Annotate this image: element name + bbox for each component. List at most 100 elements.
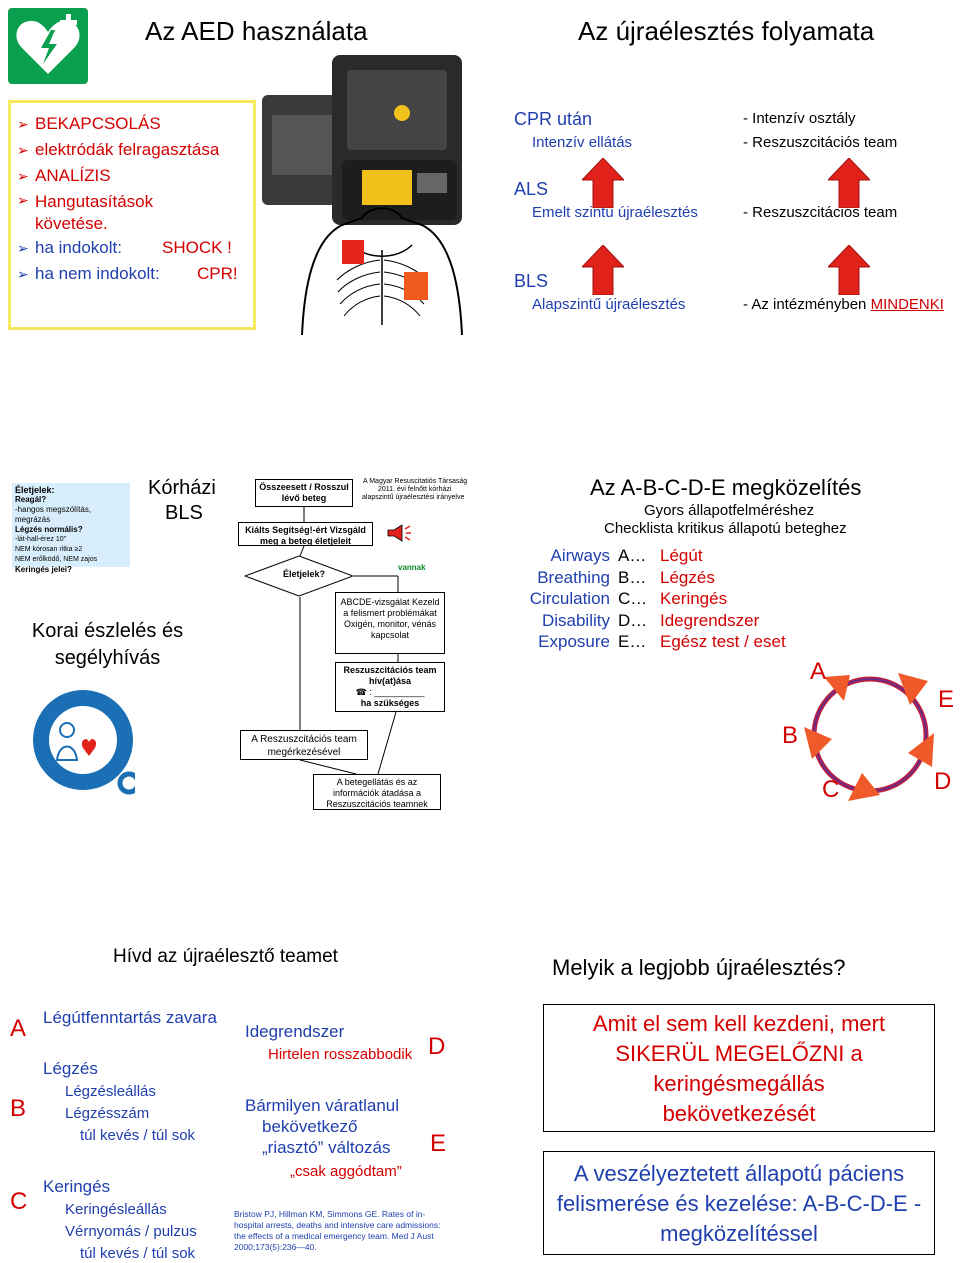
torso-pads-illustration — [292, 200, 472, 336]
aed-steps-box: BEKAPCSOLÁS elektródák felragasztása ANA… — [8, 100, 256, 330]
b-item-arrest: Légzésleállás — [65, 1083, 156, 1100]
aed-steps-list: BEKAPCSOLÁS elektródák felragasztása ANA… — [17, 111, 247, 287]
flow-call-help: Kiálts Segítség!-ért Vizsgáld meg a bete… — [238, 522, 373, 546]
level-sub-als: Emelt szintű újraélesztés — [532, 204, 698, 221]
slide2-title: Az újraélesztés folyamata — [578, 16, 875, 46]
flow-source-2: 2011. évi felnőtt kórházi — [378, 486, 452, 493]
sign-line: -hangos megszólítás, megrázás — [15, 505, 92, 524]
b-item-rate: Légzésszám — [65, 1105, 150, 1122]
flow-team-text: Reszuszcitációs team hív(at)ása — [343, 665, 437, 686]
c-item-bp: Vérnyomás / pulzus — [65, 1223, 197, 1240]
cycle-letter-a: A — [810, 658, 827, 685]
sign-line: Reagál? — [15, 495, 47, 504]
a-airway-text: Légútfenntartás zavara — [43, 1008, 217, 1027]
aed-heart-icon — [16, 14, 80, 74]
abcde-cycle-diagram — [770, 655, 960, 805]
sign-line: Keringés jelei? — [15, 565, 72, 574]
aed-device-photo — [262, 55, 462, 235]
cycle-letter-e: E — [938, 686, 955, 713]
flow-source-1: A Magyar Resuscitatiós Társaság — [363, 478, 468, 485]
letter-b: B — [10, 1095, 27, 1122]
cycle-letter-c: C — [822, 776, 840, 803]
slide4-sub2: Checklista kritikus állapotú beteghez — [604, 520, 847, 537]
letter-a: A — [10, 1015, 27, 1042]
step-item: elektródák felragasztása — [17, 137, 247, 163]
level-name-cpr-after: CPR után — [514, 109, 593, 129]
sign-line: NEM kórosan ritka ≥2 — [15, 546, 83, 553]
flow-source-3: alapszintű újraélesztési irányelve — [362, 494, 465, 501]
sign-line: NEM erőlködő, NEM zajos — [15, 556, 98, 563]
flow-vital-diamond — [243, 555, 355, 597]
flow-collapsed: Összeesett / Rosszul lévő beteg — [255, 479, 353, 507]
level-name-bls: BLS — [514, 271, 549, 291]
d-neuro-sub: Hirtelen rosszabbodik — [268, 1046, 413, 1063]
cpr-label: CPR! — [197, 264, 238, 283]
slide4-title: Az A-B-C-D-E megközelítés — [590, 475, 862, 500]
sign-line: -lát-hall-érez 10" — [15, 536, 67, 543]
logo-caption-2: to prevent cardiac arrest — [36, 742, 47, 743]
step-item: Hangutasítások követése. — [17, 189, 205, 235]
megaphone-icon — [386, 523, 412, 548]
up-arrow-icon — [828, 158, 870, 208]
step-item: ha nem indokolt:CPR! — [17, 261, 247, 287]
b-breathing-text: Légzés — [43, 1059, 98, 1078]
c-item-arrest: Keringésleállás — [65, 1201, 167, 1218]
right-everyone: - Az intézményben MINDENKI — [743, 296, 944, 313]
e-text-2: bekövetkező — [262, 1117, 358, 1136]
flow-vital-question: Életjelek? — [283, 569, 326, 579]
right-intensive-ward: - Intenzív osztály — [743, 110, 856, 127]
vital-signs-box: Életjelek: Reagál? -hangos megszólítás, … — [12, 483, 130, 574]
chain-survival-logo — [25, 680, 141, 800]
up-arrow-icon — [828, 245, 870, 295]
step-item: BEKAPCSOLÁS — [17, 111, 247, 137]
letter-e: E — [430, 1130, 447, 1157]
e-text-3: „riasztó” változás — [262, 1138, 391, 1157]
flow-present-label: vannak — [398, 563, 426, 572]
letter-d: D — [428, 1033, 446, 1060]
flowchart-connectors — [299, 507, 399, 775]
up-arrow-icon — [582, 245, 624, 295]
d-neuro-text: Idegrendszer — [245, 1022, 345, 1041]
right-team-1: - Reszuszcitációs team — [743, 134, 898, 151]
shock-label: SHOCK ! — [162, 238, 232, 257]
cycle-letter-d: D — [934, 768, 952, 795]
e-text-4: „csak aggódtam” — [290, 1163, 402, 1180]
up-arrow-icon — [582, 158, 624, 208]
level-sub-intensive: Intenzív ellátás — [532, 134, 633, 151]
flow-team-call: Reszuszcitációs team hív(at)ása ☎ : ____… — [335, 662, 445, 712]
slide6-title: Melyik a legjobb újraélesztés? — [552, 955, 846, 980]
abcde-approach-box: A veszélyeztetett állapotú páciens felis… — [543, 1151, 935, 1255]
level-sub-bls: Alapszintű újraélesztés — [532, 296, 686, 313]
c-item-bp-sub: túl kevés / túl sok — [80, 1245, 196, 1262]
slide4-sub1: Gyors állapotfelméréshez — [644, 502, 815, 519]
flow-phone: ☎ : __________ — [355, 687, 425, 697]
cycle-letter-b: B — [782, 722, 799, 749]
signs-title: Életjelek: — [15, 485, 55, 495]
sign-line: Légzés normális? — [15, 525, 83, 534]
aed-logo — [8, 8, 88, 84]
slide5-title: Hívd az újraélesztő teamet — [113, 946, 338, 967]
b-item-rate-sub: túl kevés / túl sok — [80, 1127, 196, 1144]
step-item: ha indokolt:SHOCK ! — [17, 235, 247, 261]
level-name-als: ALS — [514, 179, 549, 199]
c-circulation-text: Keringés — [43, 1177, 111, 1196]
right-team-2: - Reszuszcitációs team — [743, 204, 898, 221]
slide1-title: Az AED használata — [145, 16, 368, 46]
flow-team-arrival: A Reszuszcitációs team megérkezésével — [240, 730, 368, 760]
letter-c: C — [10, 1188, 28, 1215]
early-recognition-text: Korai észlelés és segélyhívás — [31, 620, 184, 669]
e-text-1: Bármilyen váratlanul — [245, 1096, 400, 1115]
reference-text: Bristow PJ, Hillman KM, Simmons GE. Rate… — [234, 1209, 441, 1252]
step-item: ANALÍZIS — [17, 163, 247, 189]
prevention-box: Amit el sem kell kezdeni, mert SIKERÜL M… — [543, 1004, 935, 1132]
flow-if-needed: ha szükséges — [360, 698, 420, 708]
hospital-bls-title-1: Kórházi — [148, 477, 216, 499]
flow-abcde: ABCDE-vizsgálat Kezeld a felismert probl… — [335, 592, 445, 654]
hospital-bls-title-2: BLS — [165, 502, 203, 524]
flow-handover: A betegellátás és az információk átadása… — [313, 774, 441, 810]
